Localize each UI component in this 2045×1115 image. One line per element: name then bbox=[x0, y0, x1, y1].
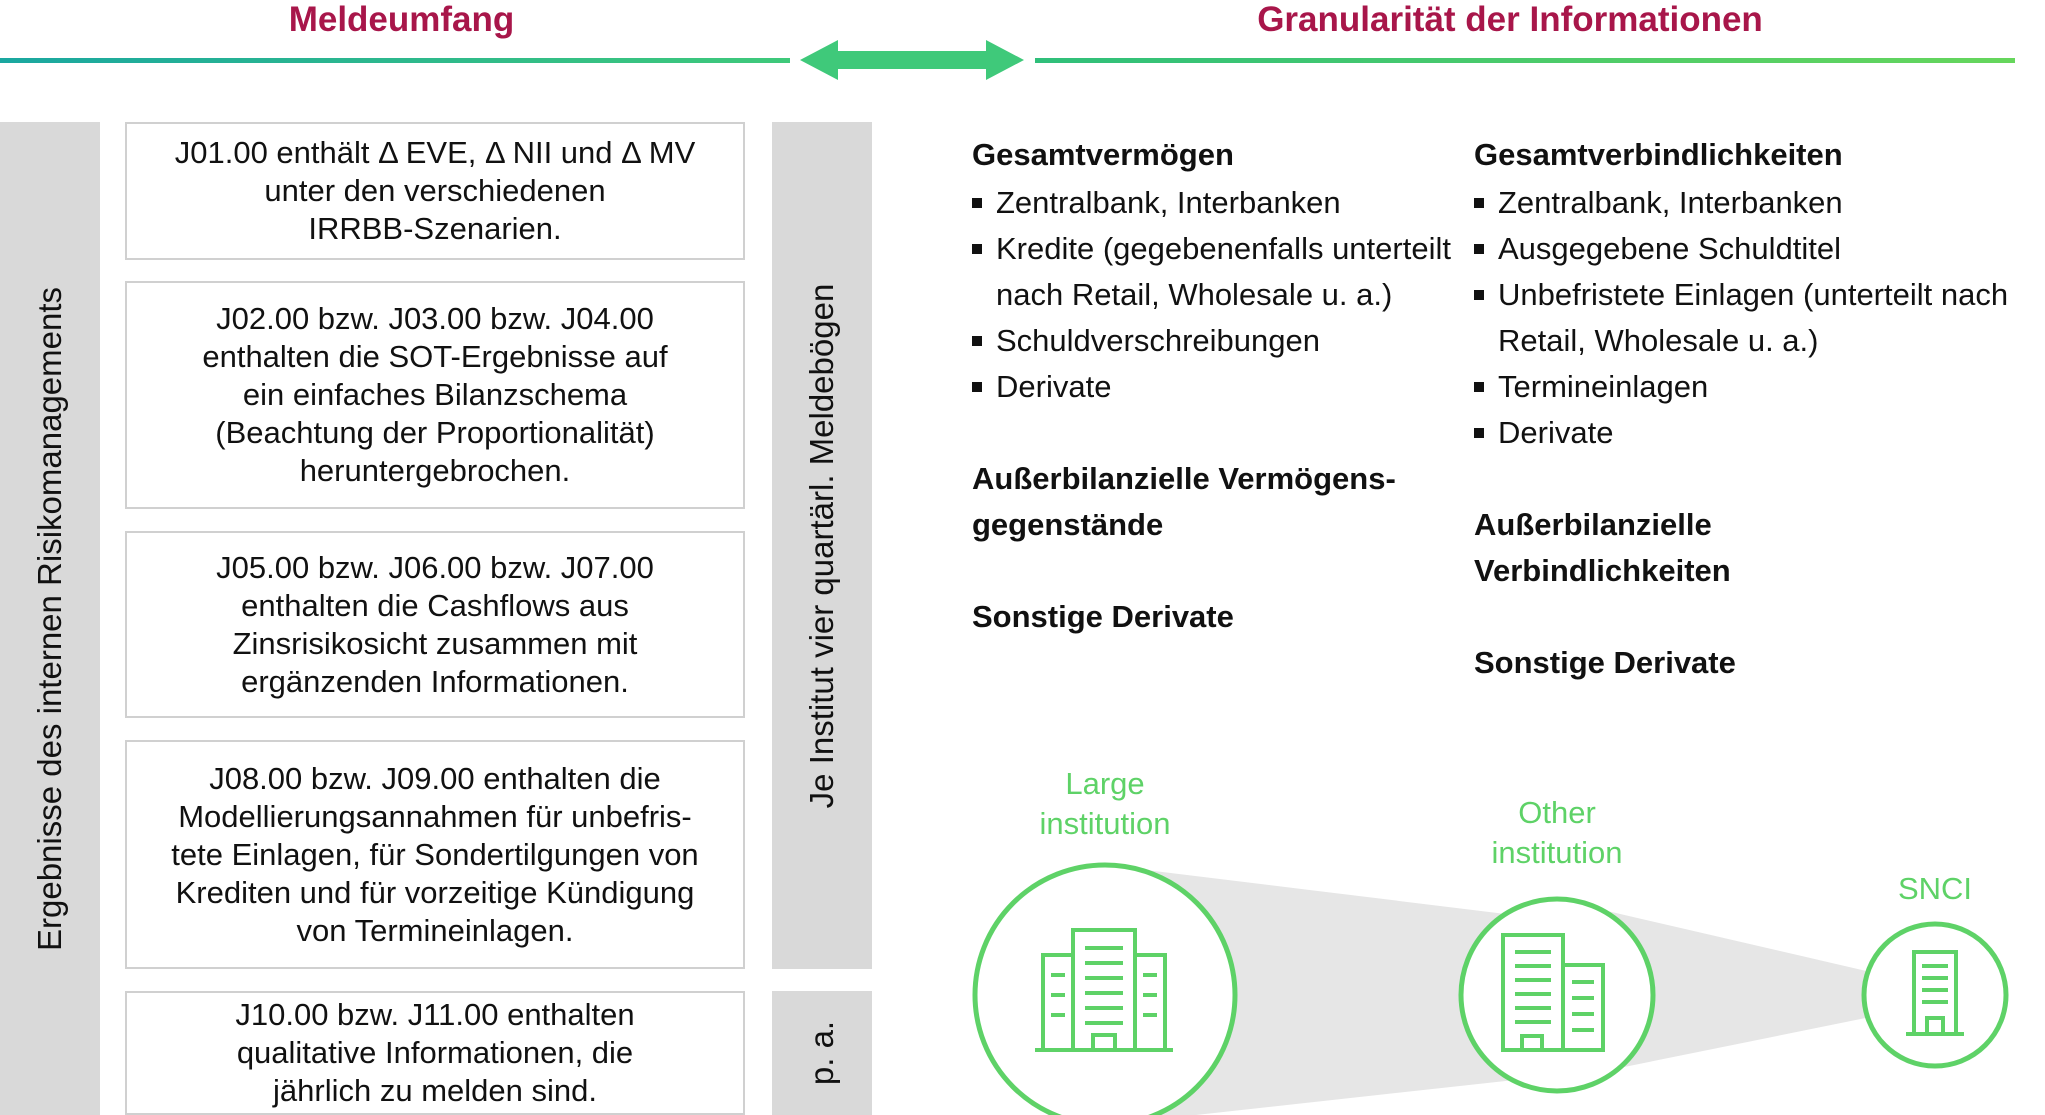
double-arrow-icon bbox=[800, 40, 1024, 80]
assets-other-derivatives: Sonstige Derivate bbox=[972, 599, 1234, 634]
other-institution-circle bbox=[1458, 896, 1656, 1094]
report-box-j10-j11: J10.00 bzw. J11.00 enthalten qualitative… bbox=[125, 991, 745, 1115]
building-pair-icon bbox=[1501, 933, 1605, 1052]
liabilities-column: Gesamtverbindlichkeiten Zentralbank, Int… bbox=[1474, 132, 2034, 686]
snci-label: SNCI bbox=[1897, 871, 1973, 906]
assets-list: Zentralbank, Interbanken Kredite (gegebe… bbox=[972, 180, 1452, 410]
report-box-j08-j09: J08.00 bzw. J09.00 enthalten die Modelli… bbox=[125, 740, 745, 969]
building-small-icon bbox=[1906, 950, 1964, 1036]
list-item: Derivate bbox=[1474, 410, 2034, 456]
report-box-j02-j04: J02.00 bzw. J03.00 bzw. J04.00 enthalten… bbox=[125, 281, 745, 509]
list-item: Ausgegebene Schuldtitel bbox=[1474, 226, 2034, 272]
report-box-j01: J01.00 enthält Δ EVE, Δ NII und Δ MV unt… bbox=[125, 122, 745, 260]
header-granularitaet: Granularität der Informationen bbox=[1257, 0, 1763, 39]
large-institution-circle bbox=[972, 862, 1238, 1115]
quarterly-bar: Je Institut vier quartärl. Meldebögen bbox=[772, 122, 872, 969]
list-item: Schuldverschreibungen bbox=[972, 318, 1452, 364]
assets-offbalance-2: gegenstände bbox=[972, 507, 1164, 542]
liabilities-title: Gesamtverbindlichkeiten bbox=[1474, 137, 1843, 172]
assets-offbalance-1: Außerbilanzielle Vermögens- bbox=[972, 461, 1396, 496]
header-divider bbox=[0, 40, 2015, 80]
large-institution-label: Large institution bbox=[1039, 766, 1171, 841]
report-box-j05-j07: J05.00 bzw. J06.00 bzw. J07.00 enthalten… bbox=[125, 531, 745, 718]
left-side-bar: Ergebnisse des internen Risikomanagement… bbox=[0, 122, 100, 1115]
list-item: Derivate bbox=[972, 364, 1452, 410]
assets-column: Gesamtvermögen Zentralbank, Interbanken … bbox=[972, 132, 1452, 640]
list-item: Zentralbank, Interbanken bbox=[972, 180, 1452, 226]
snci-circle bbox=[1861, 921, 2009, 1069]
list-item: Termineinlagen bbox=[1474, 364, 2034, 410]
liabilities-offbalance-2: Verbindlichkeiten bbox=[1474, 553, 1731, 588]
annual-bar: p. a. bbox=[772, 991, 872, 1115]
header-meldeumfang: Meldeumfang bbox=[288, 0, 515, 39]
list-item: Kredite (gegebenenfalls unterteilt nach … bbox=[972, 226, 1452, 318]
liabilities-offbalance-1: Außerbilanzielle bbox=[1474, 507, 1712, 542]
assets-title: Gesamtvermögen bbox=[972, 137, 1234, 172]
building-cluster-icon bbox=[1035, 928, 1173, 1052]
other-institution-label: Other institution bbox=[1491, 795, 1623, 870]
liabilities-list: Zentralbank, Interbanken Ausgegebene Sch… bbox=[1474, 180, 2034, 456]
liabilities-other-derivatives: Sonstige Derivate bbox=[1474, 645, 1736, 680]
list-item: Unbefristete Einlagen (unterteilt nach R… bbox=[1474, 272, 2034, 364]
list-item: Zentralbank, Interbanken bbox=[1474, 180, 2034, 226]
